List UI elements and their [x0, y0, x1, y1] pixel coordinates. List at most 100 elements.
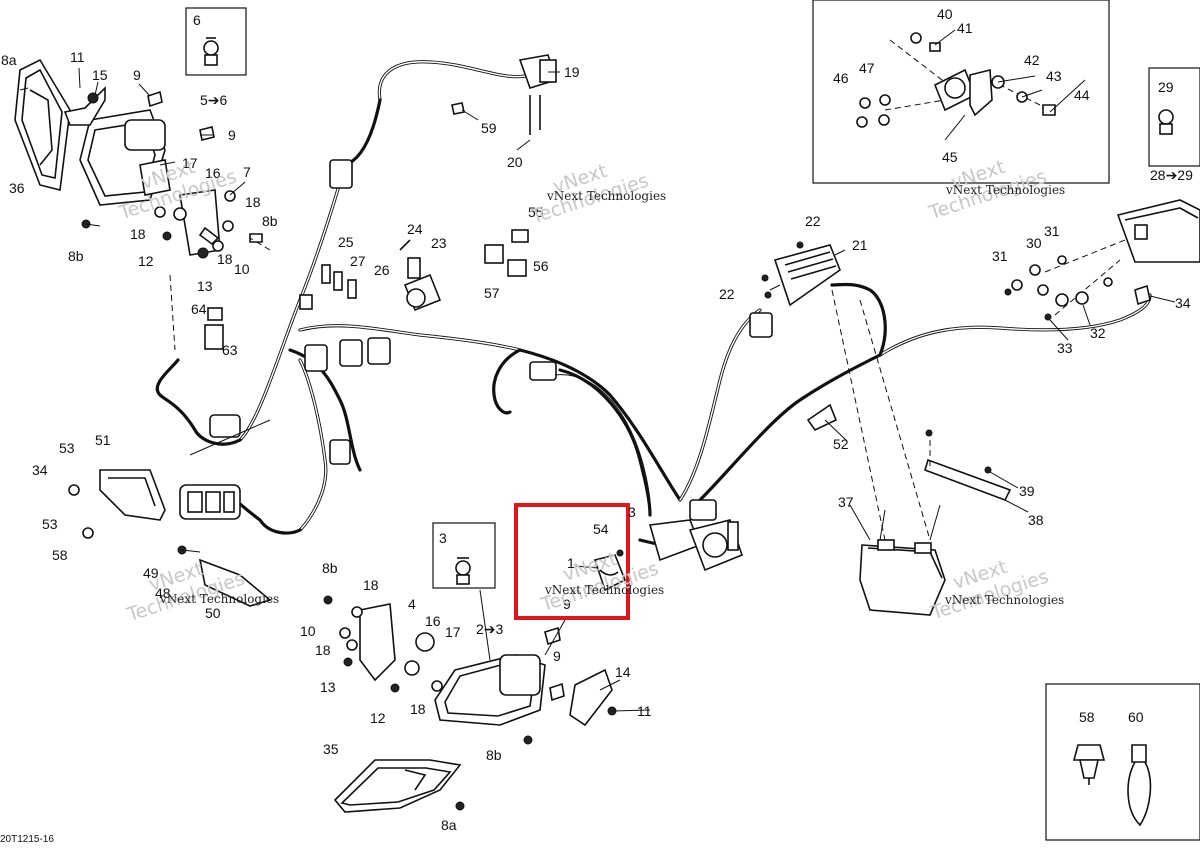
main-wiring-harness [155, 60, 1152, 549]
assembly-arrows [189, 374, 941, 661]
cable-tie-60 [1127, 744, 1152, 827]
callout-47: 47 [859, 60, 875, 76]
main-connector-block [179, 484, 241, 520]
highlight-box [514, 503, 630, 620]
callout-10-top: 10 [234, 261, 250, 277]
callout-17-top: 17 [182, 155, 198, 171]
headlight-bezel-35 [333, 759, 462, 813]
callout-9-mid: 9 [563, 596, 571, 612]
fastener-push-rivet-58 [1072, 744, 1106, 785]
watermark-lower-left: vNext Technologies [124, 558, 248, 627]
callout-59: 59 [481, 120, 497, 136]
callout-34-left: 34 [32, 462, 48, 478]
callout-14: 14 [615, 664, 631, 680]
callout-39: 39 [1019, 483, 1035, 499]
drawing-code: 20T1215-16 [0, 834, 54, 845]
callout-13-top: 13 [197, 278, 213, 294]
watermark-company-lower-left: vNext Technologies [159, 592, 279, 606]
callout-15: 15 [92, 67, 108, 83]
callout-28-to-29: 28➔29 [1150, 167, 1193, 183]
callout-49: 49 [143, 565, 159, 581]
battery-strap-38 [924, 429, 1012, 502]
callout-8b-mid: 8b [322, 560, 338, 576]
callout-60: 60 [1128, 709, 1144, 725]
bulb-29 [1158, 109, 1174, 135]
watermark-company-lower-right: vNext Technologies [944, 593, 1064, 607]
callout-9-top2: 9 [228, 127, 236, 143]
watermark-company-top: vNext Technologies [546, 189, 666, 203]
callout-46: 46 [833, 70, 849, 86]
callout-8a-top: 8a [1, 52, 17, 68]
ignition-switch-23 [399, 239, 442, 312]
callout-58-left: 58 [52, 547, 68, 563]
callout-31-a: 31 [1044, 223, 1060, 239]
callout-48: 48 [155, 585, 171, 601]
callout-35: 35 [323, 741, 339, 757]
right-headlight-assembly [359, 603, 617, 727]
callout-18-b: 18 [130, 226, 146, 242]
callout-25: 25 [338, 234, 354, 250]
starter-solenoid-assembly [648, 519, 744, 572]
callout-33: 33 [1057, 340, 1073, 356]
callout-23: 23 [431, 235, 447, 251]
clip-52 [806, 403, 838, 432]
callout-7: 7 [243, 164, 251, 180]
inset-box-fasteners [1045, 683, 1200, 841]
bulb-6 [203, 37, 219, 66]
callout-17-low: 17 [445, 624, 461, 640]
callout-20: 20 [507, 154, 523, 170]
inset-box-bulb-6 [185, 7, 247, 76]
callout-54: 54 [593, 521, 609, 537]
bracket-51 [68, 469, 166, 539]
inset-box-bulb-29 [1148, 67, 1200, 167]
callout-1: 1 [567, 555, 575, 571]
inset-box-solenoid [812, 0, 1110, 184]
battery-37 [859, 539, 946, 616]
callout-64: 64 [191, 301, 207, 317]
callout-52: 52 [833, 436, 849, 452]
inset-box-bulb-3 [432, 522, 496, 589]
small-fasteners-left [81, 90, 263, 259]
relay-part-1 [593, 549, 627, 592]
harness-connectors [179, 159, 773, 521]
callout-26: 26 [374, 262, 390, 278]
callout-22-top: 22 [805, 213, 821, 229]
callout-3-inset: 3 [439, 530, 447, 546]
callout-27: 27 [350, 253, 366, 269]
clip-59 [451, 102, 465, 115]
tail-light-washers [1004, 255, 1113, 321]
callout-11-low: 11 [637, 703, 652, 719]
watermark-company-right: vNext Technologies [945, 183, 1065, 197]
callout-36: 36 [9, 180, 25, 196]
callout-16-top: 16 [205, 165, 221, 181]
callout-13-low: 13 [320, 679, 336, 695]
tail-light-28 [1116, 199, 1200, 306]
connectors-55-57 [484, 229, 529, 277]
watermark-center: vNext Technologies [538, 548, 662, 617]
callout-53-b: 53 [42, 516, 58, 532]
callout-50: 50 [205, 605, 221, 621]
callout-57: 57 [484, 285, 500, 301]
callout-18-e: 18 [315, 642, 331, 658]
callout-19: 19 [564, 64, 580, 80]
callout-58-box: 58 [1079, 709, 1095, 725]
callout-12-top: 12 [138, 253, 154, 269]
callout-18-a: 18 [245, 194, 261, 210]
callout-44: 44 [1074, 87, 1090, 103]
callout-leaders [19, 29, 1176, 712]
part-19-module [518, 54, 558, 135]
callout-2-to-3: 2➔3 [476, 621, 504, 637]
callout-30: 30 [1026, 235, 1042, 251]
callout-22-left: 22 [719, 286, 735, 302]
assembly-guide-lines [169, 39, 1131, 541]
watermark-company-center: vNext Technologies [544, 583, 664, 597]
callout-29: 29 [1158, 79, 1174, 95]
callout-11-top: 11 [70, 49, 85, 65]
callout-9-right: 9 [553, 648, 561, 664]
callout-labels: 8a 11 15 9 6 5➔6 9 17 16 7 36 18 8b 18 8… [1, 6, 1193, 833]
callout-18-f: 18 [410, 701, 426, 717]
callout-8b-left: 8b [68, 248, 84, 264]
callout-6: 6 [193, 12, 201, 28]
callout-12-low: 12 [370, 710, 386, 726]
